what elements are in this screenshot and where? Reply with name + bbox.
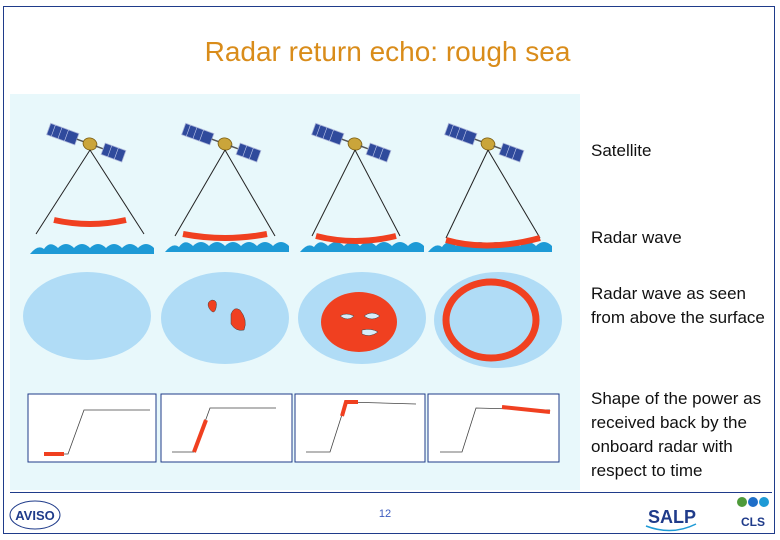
diagram-panel (10, 94, 580, 490)
slide-title: Radar return echo: rough sea (0, 36, 775, 68)
sea-waves-icon (165, 242, 289, 252)
radar-wave (183, 234, 267, 238)
salp-logo: SALP (644, 496, 700, 534)
column-2 (165, 123, 289, 252)
footprint-disc-4 (434, 272, 562, 368)
svg-text:CLS: CLS (741, 515, 765, 529)
svg-text:SALP: SALP (648, 507, 696, 527)
diagram-canvas (10, 94, 580, 490)
footprint-disc-2 (161, 272, 289, 364)
page-number: 12 (370, 508, 400, 520)
cls-logo: CLS (733, 494, 773, 534)
satellite-icon (312, 123, 391, 162)
svg-text:AVISO: AVISO (15, 508, 55, 523)
waveform-panel-3 (295, 394, 425, 462)
waveform-panel-1 (28, 394, 156, 462)
sea-waves-icon (30, 244, 154, 254)
radar-wave (446, 238, 540, 246)
radar-footprint-3 (321, 292, 397, 352)
column-4 (428, 123, 552, 252)
waveform-panel-2 (161, 394, 292, 462)
radar-wave (54, 220, 126, 224)
footprint-disc-1 (23, 272, 151, 360)
aviso-logo: AVISO (8, 498, 62, 532)
label-radar-wave-above: Radar wave as seen from above the surfac… (591, 282, 776, 330)
label-radar-wave: Radar wave (591, 226, 776, 250)
satellite-icon (445, 123, 524, 162)
column-3 (300, 123, 424, 252)
label-power-shape: Shape of the power as received back by t… (591, 387, 776, 483)
column-1 (30, 123, 154, 254)
footer-divider (10, 492, 772, 493)
radar-wave (316, 236, 396, 241)
label-satellite: Satellite (591, 139, 776, 163)
waveform-panel-4 (428, 394, 559, 462)
